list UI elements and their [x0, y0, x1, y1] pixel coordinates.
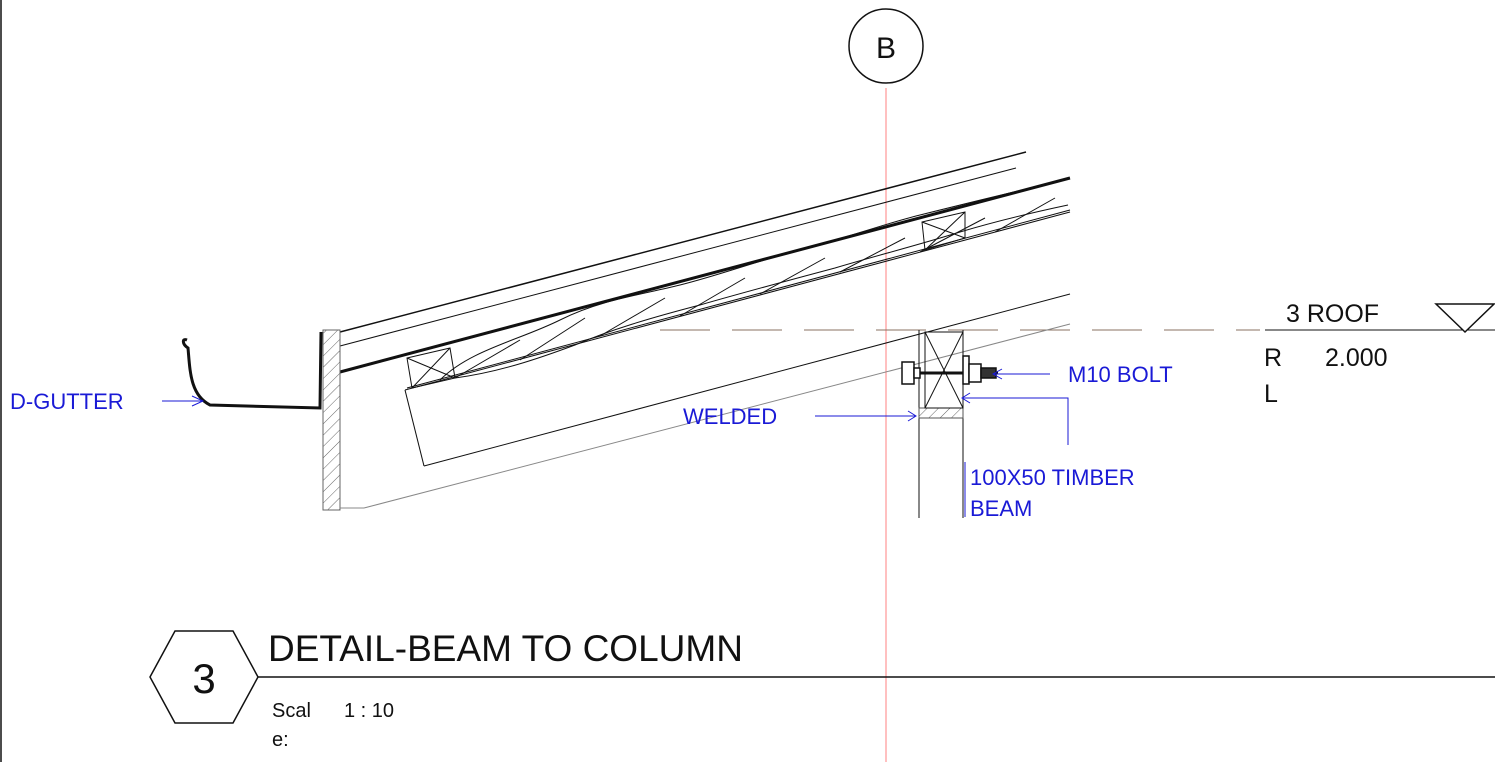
scale-value: 1 : 10	[344, 700, 394, 722]
d-gutter-profile	[181, 331, 323, 410]
level-marker-icon	[1434, 303, 1495, 334]
grid-line-b: B	[848, 8, 924, 762]
level-rl-label-1: R	[1264, 344, 1282, 372]
scale-label-1: Scal	[272, 700, 311, 722]
timber-beam-section	[924, 331, 964, 409]
scale-label-2: e:	[272, 729, 289, 751]
roof-insulation	[406, 185, 1071, 389]
detail-number: 3	[192, 655, 215, 702]
label-d-gutter: D-GUTTER	[10, 389, 124, 414]
fascia-board	[322, 329, 364, 511]
grid-bubble	[848, 8, 924, 84]
roof-sheeting	[339, 151, 1071, 374]
detail-title: DETAIL-BEAM TO COLUMN	[268, 628, 743, 669]
level-name: 3 ROOF	[1286, 300, 1379, 328]
label-timber-beam-1: 100X50 TIMBER	[970, 465, 1135, 490]
label-welded: WELDED	[683, 404, 777, 429]
label-timber-beam-2: BEAM	[970, 496, 1032, 521]
bolt-icon	[901, 355, 998, 385]
label-m10-bolt: M10 BOLT	[1068, 362, 1173, 387]
level-rl-label-2: L	[1264, 380, 1278, 408]
rafter	[363, 211, 1071, 509]
column	[918, 330, 964, 518]
title-block: 3 DETAIL-BEAM TO COLUMN Scal e: 1 : 10	[149, 628, 1495, 751]
grid-label: B	[876, 32, 896, 65]
level-rl-value: 2.000	[1325, 344, 1388, 372]
annotation-leaders	[162, 368, 1069, 517]
